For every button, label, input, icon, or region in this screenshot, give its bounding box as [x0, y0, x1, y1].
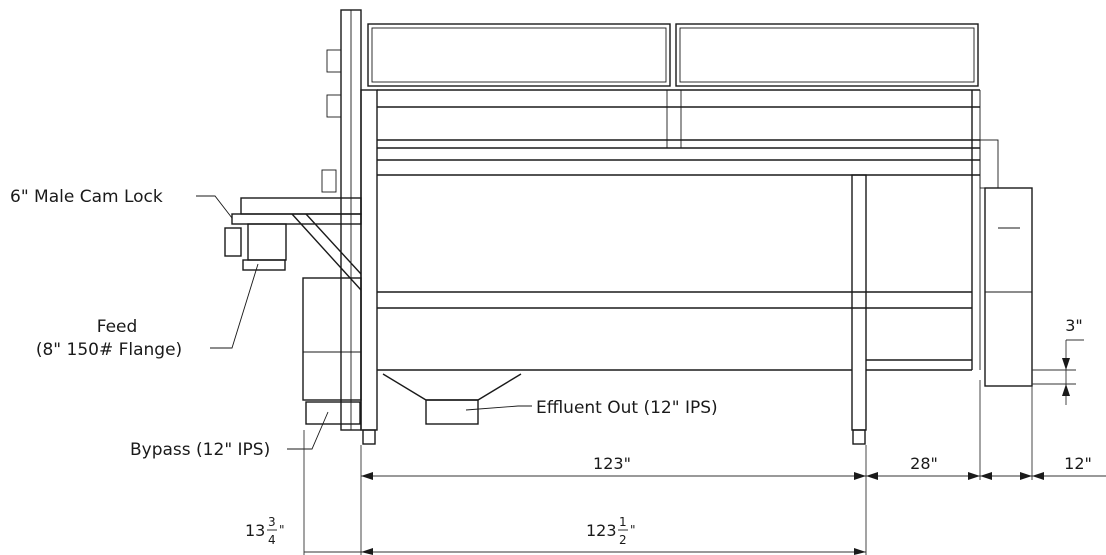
effluent-label: Effluent Out (12" IPS): [536, 398, 718, 418]
machine-frame: [224, 9, 1033, 445]
dimension-12: 12": [1064, 454, 1092, 473]
dimension-13-inch: ": [279, 523, 285, 537]
feed-label: Feed: [97, 317, 138, 337]
dimension-3: 3": [1065, 316, 1083, 335]
dimension-13-numerator: 3: [268, 515, 276, 529]
dimension-lines: [303, 339, 1106, 555]
bypass-label: Bypass (12" IPS): [130, 440, 270, 460]
dimension-123h-denominator: 2: [619, 533, 627, 547]
dimension-28: 28": [910, 454, 938, 473]
callout-leaders: [196, 195, 532, 450]
dimension-123h-inch: ": [630, 523, 636, 537]
dimension-123-1-2: 123 1 2 ": [586, 515, 636, 547]
cam-lock-label: 6" Male Cam Lock: [10, 187, 163, 207]
dimension-123h-numerator: 1: [619, 515, 627, 529]
dimension-123: 123": [593, 454, 631, 473]
dimension-13-denominator: 4: [268, 533, 276, 547]
dimension-13-whole: 13: [245, 521, 265, 540]
feed-flange-label: (8" 150# Flange): [36, 340, 182, 360]
dimension-123h-whole: 123: [586, 521, 617, 540]
dimension-13-3-4: 13 3 4 ": [245, 515, 285, 547]
